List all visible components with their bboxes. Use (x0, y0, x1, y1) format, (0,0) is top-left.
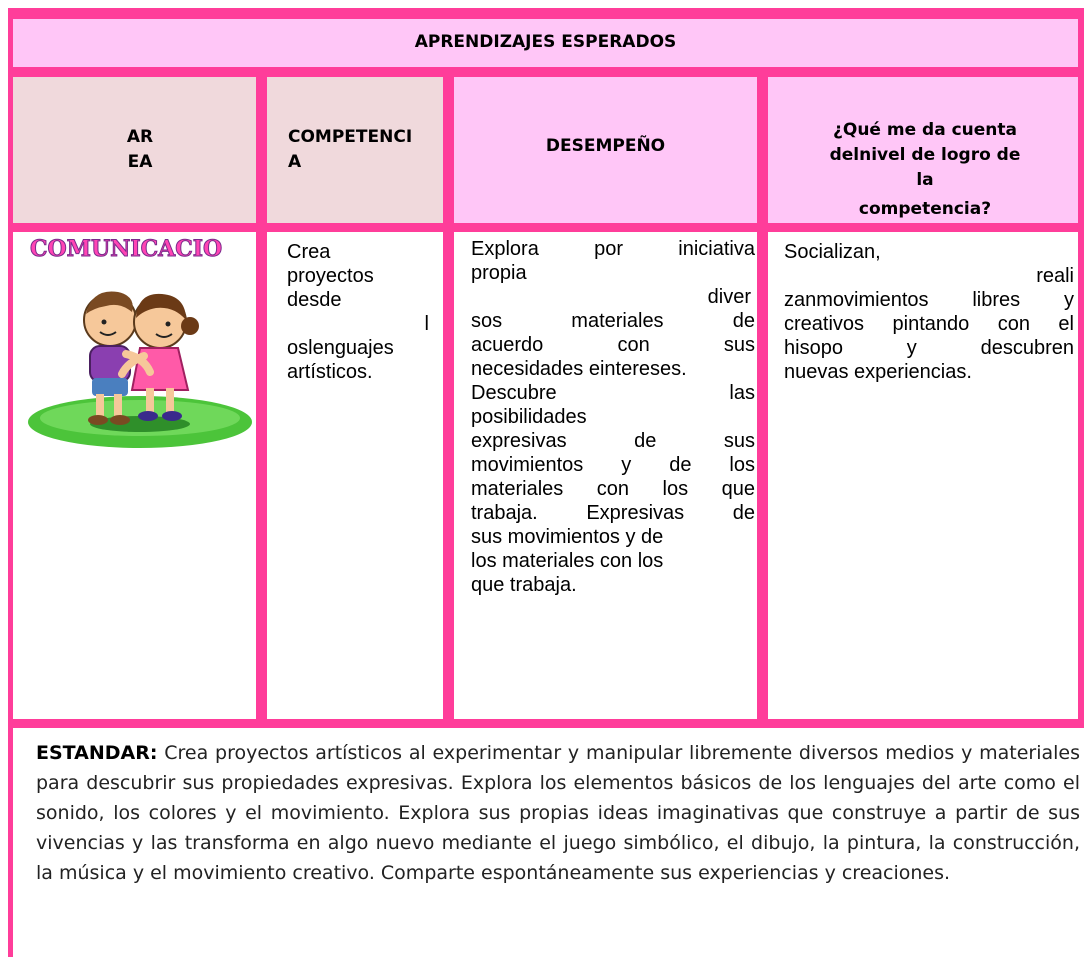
desempeno-line: materiales con los que (471, 478, 755, 500)
logro-line: hisopo y descubren (784, 337, 1074, 359)
desempeno-cell: Explora por iniciativa propia diver sos … (471, 237, 755, 597)
table-divider-col2 (443, 77, 454, 728)
title-row-background (13, 19, 1078, 67)
competencia-line: Crea (287, 241, 331, 263)
desempeno-line: movimientos y de los (471, 454, 755, 476)
desempeno-line: diver (707, 286, 751, 308)
competencia-line: proyectos (287, 265, 374, 287)
logro-cell: Socializan, reali zanmovimientos libres … (784, 240, 1074, 384)
header-competencia-line: COMPETENCI (288, 127, 413, 147)
header-logro-line: la (916, 170, 934, 190)
table-divider-col1 (256, 77, 267, 728)
desempeno-line: posibilidades (471, 406, 587, 428)
desempeno-line: sus movimientos y de (471, 526, 664, 548)
header-logro-line: ¿Qué me da cuenta (833, 120, 1017, 140)
table-border-left (8, 8, 13, 957)
logro-line: Socializan, (784, 241, 881, 263)
competencia-line: desde (287, 289, 342, 311)
header-area-line: AR (126, 127, 154, 147)
header-logro-line: competencia? (858, 199, 992, 219)
header-competencia: COMPETENCI A (288, 125, 438, 175)
competencia-cell: Crea proyectos desde l oslenguajes artís… (287, 240, 437, 384)
desempeno-line: necesidades eintereses. (471, 358, 687, 380)
logro-line: creativos pintando con el (784, 313, 1074, 335)
competencia-line: oslenguajes (287, 337, 394, 359)
desempeno-line: trabaja. Expresivas de (471, 502, 755, 524)
table-divider-row (8, 719, 1084, 728)
logro-line: nuevas experiencias. (784, 361, 972, 383)
logro-line: reali (1036, 265, 1074, 287)
table-title: APRENDIZAJES ESPERADOS (414, 32, 677, 52)
logro-header-background (768, 77, 1078, 223)
table-border-right (1078, 8, 1084, 728)
header-desempeno: DESEMPEÑO (545, 136, 666, 156)
desempeno-line: Explora por iniciativa (471, 238, 755, 260)
desempeno-line: propia (471, 262, 527, 284)
logro-line: zanmovimientos libres y (784, 289, 1074, 311)
table-divider-title (8, 67, 1084, 77)
competencia-line: artísticos. (287, 361, 373, 383)
estandar-paragraph: ESTANDAR: Crea proyectos artísticos al e… (36, 738, 1080, 888)
desempeno-line: los materiales con los (471, 550, 664, 572)
header-logro: ¿Qué me da cuenta delnivel de logro de l… (780, 118, 1070, 222)
area-name: COMUNICACIO (30, 236, 223, 260)
desempeno-line: que trabaja. (471, 574, 577, 596)
desempeno-header-background (454, 77, 757, 223)
estandar-text: Crea proyectos artísticos al experimenta… (36, 742, 1080, 884)
header-logro-line: delnivel de logro de (829, 145, 1021, 165)
table-divider-col3 (757, 77, 768, 728)
header-area-line: EA (127, 152, 153, 172)
estandar-label: ESTANDAR: (36, 742, 158, 764)
competencia-header-background (267, 77, 443, 223)
children-hugging-illustration (28, 291, 252, 448)
area-header-background (13, 77, 256, 223)
table-border-top (8, 8, 1084, 19)
desempeno-line: acuerdo con sus (471, 334, 755, 356)
desempeno-line: expresivas de sus (471, 430, 755, 452)
competencia-line: l (424, 313, 429, 335)
desempeno-line: Descubre las (471, 382, 755, 404)
table-divider-header (8, 223, 1084, 232)
header-competencia-line: A (288, 152, 302, 172)
desempeno-line: sos materiales de (471, 310, 755, 332)
header-area: AR EA (110, 125, 170, 175)
